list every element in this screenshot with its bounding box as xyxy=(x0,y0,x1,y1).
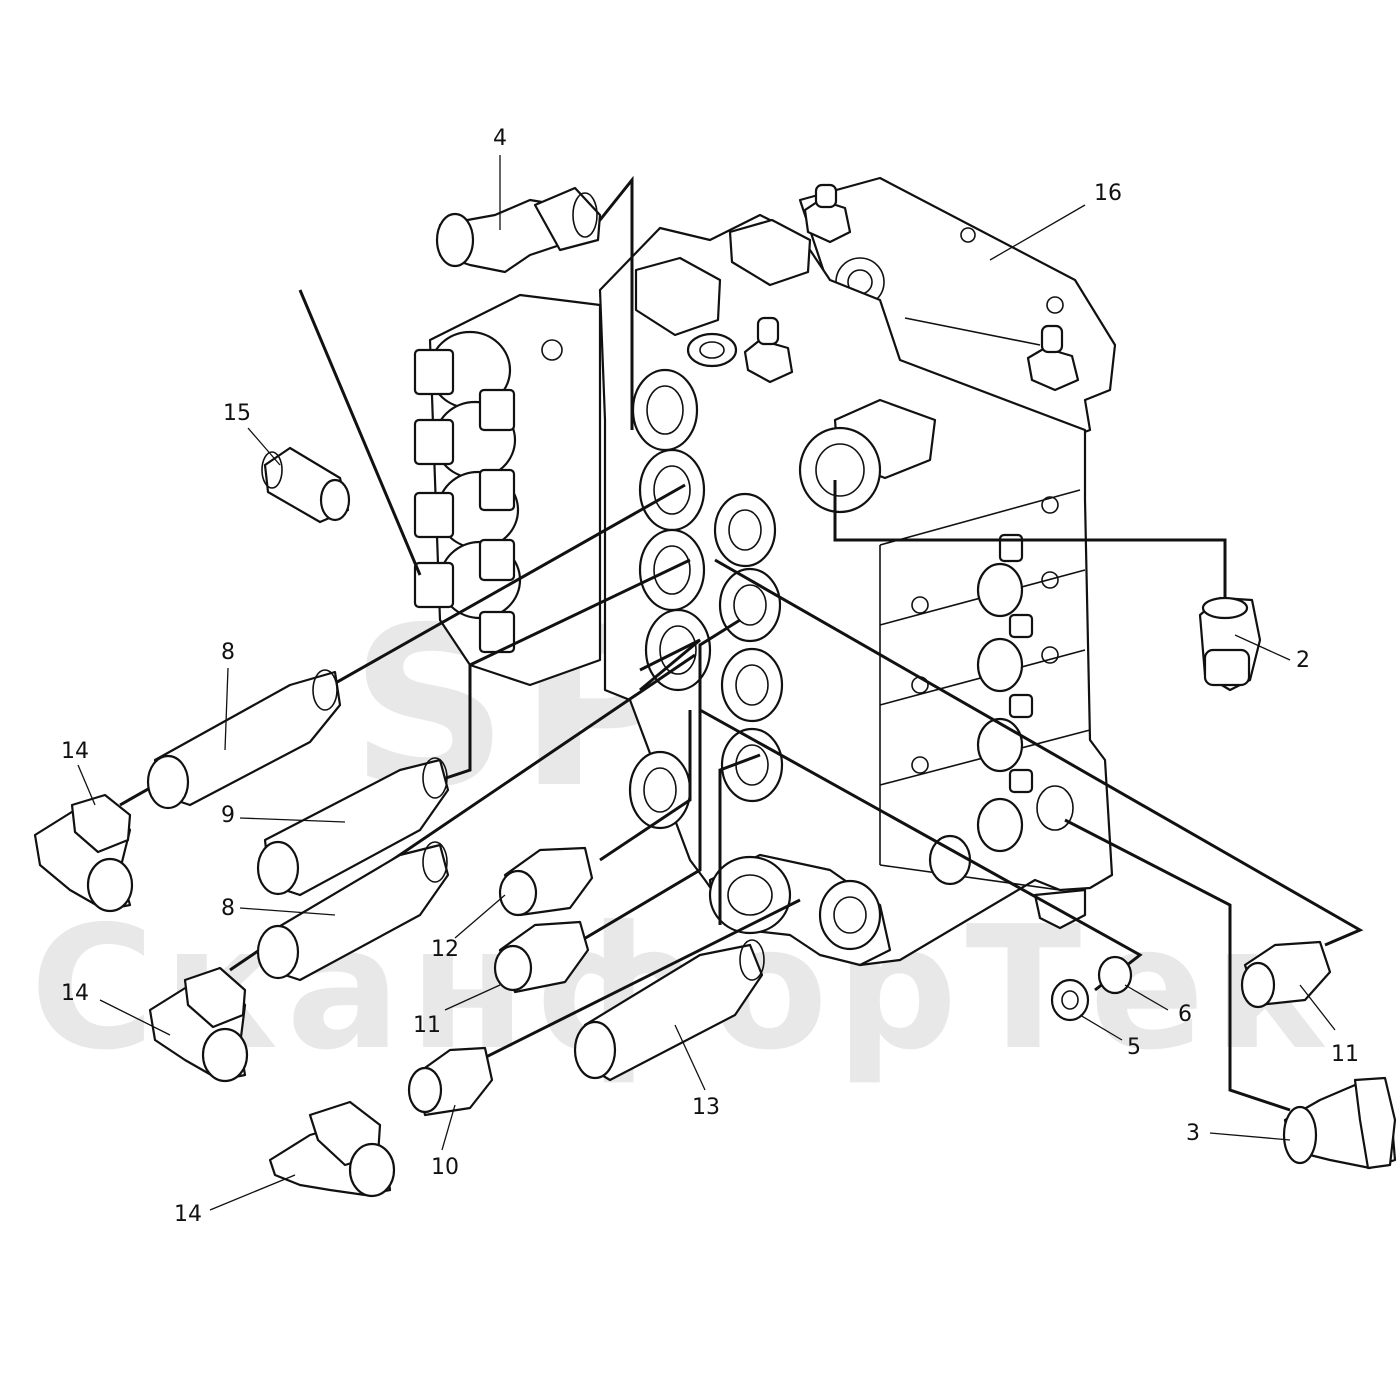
part-11-adapter-left xyxy=(493,920,590,994)
plate-bolt-left xyxy=(803,183,852,244)
part-14-elbow-upper xyxy=(33,793,134,913)
part-3-elbow xyxy=(1282,1076,1397,1170)
part-14-elbow-lower xyxy=(268,1100,396,1198)
leader-lines xyxy=(77,155,1336,1211)
callout-5: 5 xyxy=(1127,1035,1141,1060)
callout-15: 15 xyxy=(223,401,251,426)
callout-6: 6 xyxy=(1178,1002,1192,1027)
callout-3: 3 xyxy=(1186,1121,1200,1146)
callout-10: 10 xyxy=(431,1155,459,1180)
callout-8-upper: 8 xyxy=(221,640,235,665)
solenoid-stack xyxy=(413,293,602,687)
callout-13: 13 xyxy=(692,1095,720,1120)
top-bolt-center xyxy=(743,316,794,384)
callout-11-left: 11 xyxy=(413,1013,441,1038)
plate-bolt-right xyxy=(1026,324,1080,392)
control-valve-block xyxy=(598,176,1117,967)
part-5-plug xyxy=(1050,978,1090,1022)
part-8-nipple-upper xyxy=(146,669,342,810)
part-11-adapter-right xyxy=(1240,940,1332,1009)
part-9-nipple xyxy=(256,757,450,897)
callout-12: 12 xyxy=(431,937,459,962)
part-10-adapter xyxy=(407,1046,494,1117)
part-14-elbow-middle xyxy=(148,966,249,1083)
part-4-elbow xyxy=(435,186,602,274)
part-13-nipple xyxy=(573,939,765,1082)
connection-lines xyxy=(119,175,1364,1112)
callout-labels: 4 16 15 2 8 14 9 8 12 14 11 6 5 11 13 10… xyxy=(61,126,1359,1227)
callout-11-right: 11 xyxy=(1331,1042,1359,1067)
callout-14-lower: 14 xyxy=(174,1202,202,1227)
callout-14-upper: 14 xyxy=(61,739,89,764)
callout-14-middle: 14 xyxy=(61,981,89,1006)
part-12-adapter xyxy=(498,846,594,917)
part-15-adapter xyxy=(261,446,351,524)
callout-9: 9 xyxy=(221,803,235,828)
part-6-oring xyxy=(1097,955,1133,995)
callout-4: 4 xyxy=(493,126,507,151)
callout-8-lower: 8 xyxy=(221,896,235,921)
callout-2: 2 xyxy=(1296,648,1310,673)
callout-16: 16 xyxy=(1094,181,1122,206)
part-2-adapter xyxy=(1198,596,1262,692)
part-8-nipple-lower xyxy=(256,841,450,982)
